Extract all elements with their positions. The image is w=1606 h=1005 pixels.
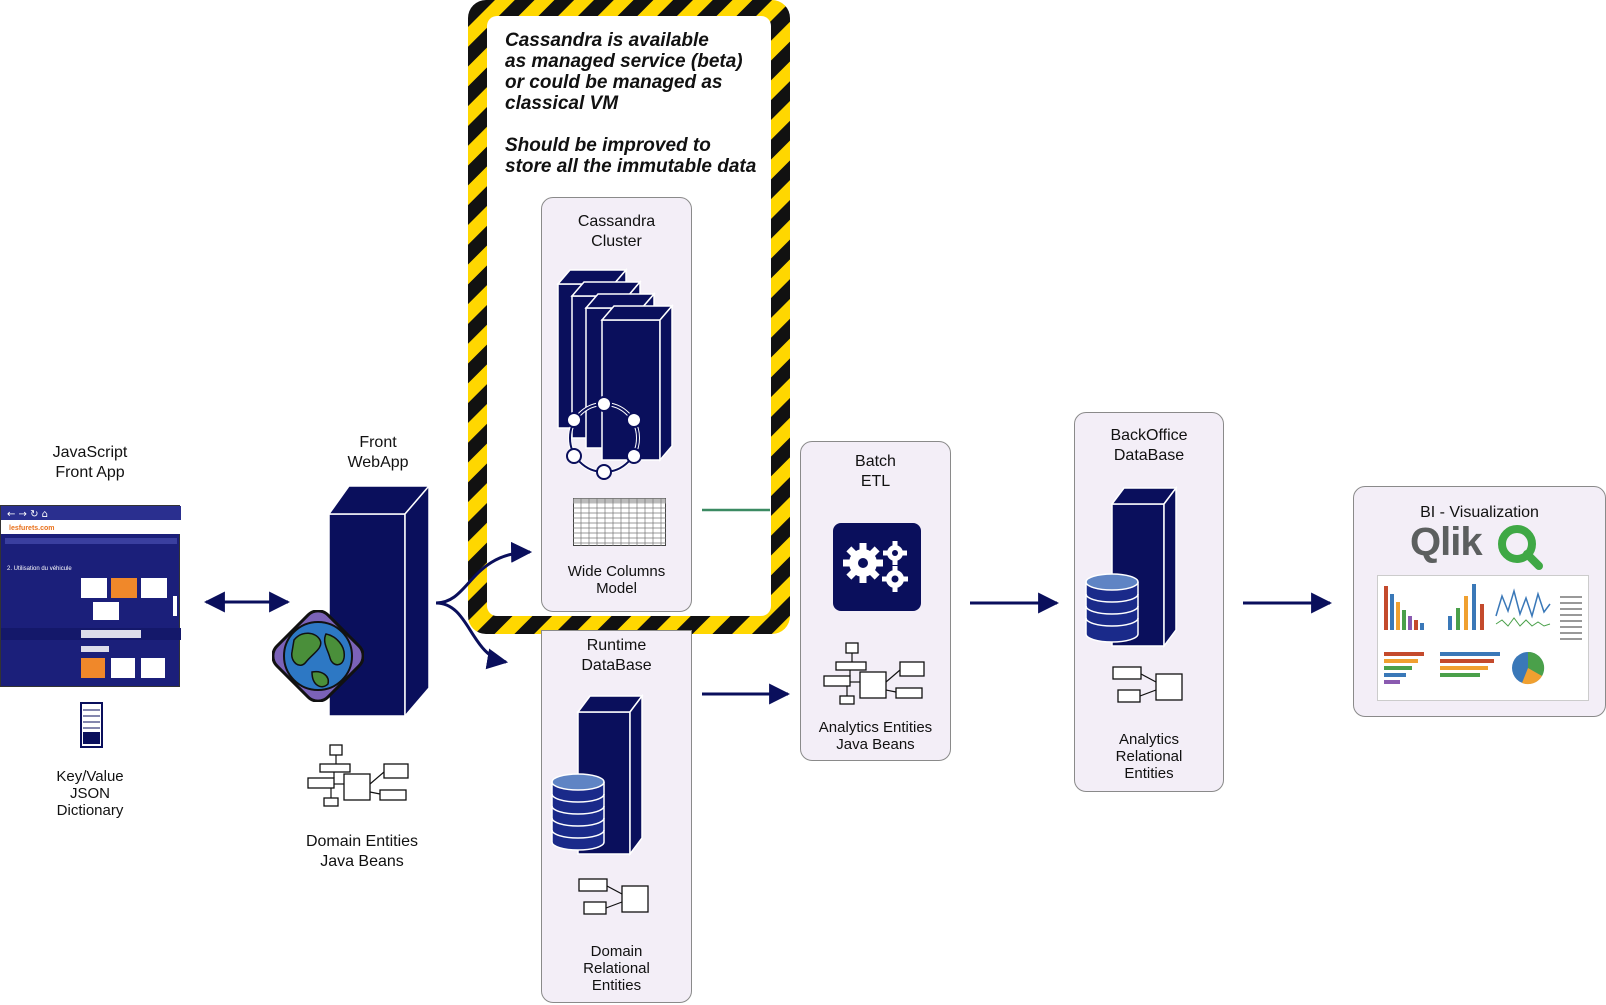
- runtime-db-caption: Domain Relational Entities: [583, 943, 650, 994]
- json-dictionary-icon: [80, 702, 103, 748]
- bi-title: BI - Visualization: [1420, 504, 1539, 521]
- qlik-dashboard-preview: [1377, 575, 1589, 701]
- backoffice-db-title: BackOffice DataBase: [1110, 427, 1188, 464]
- runtime-db-server-icon: [548, 693, 658, 858]
- mini-stacked-bars: [1440, 652, 1500, 677]
- mini-hbar-chart: [1384, 652, 1424, 684]
- qlik-logo: Qlik: [1410, 520, 1483, 565]
- front-webapp-caption: Domain Entities Java Beans: [305, 833, 419, 870]
- front-webapp-title: Front WebApp: [347, 434, 409, 471]
- qlik-q-icon: [1497, 524, 1543, 570]
- flow-arrows: [203, 541, 1333, 705]
- backoffice-db-caption: Analytics Relational Entities: [1115, 731, 1183, 782]
- svg-text:← → ↻ ⌂: ← → ↻ ⌂: [7, 509, 48, 520]
- js-front-caption: Key/Value JSON Dictionary: [56, 768, 124, 819]
- js-front-screenshot: ← → ↻ ⌂ lesfurets.com 2. Utilisation du …: [0, 505, 181, 687]
- warning-note: Cassandra is available as managed servic…: [505, 30, 757, 177]
- mini-column-chart: [1448, 584, 1484, 630]
- gears-icon: [833, 523, 921, 611]
- relational-entities-icon: [578, 878, 650, 916]
- qlik-logo-text: Qlik: [1410, 520, 1483, 564]
- batch-etl-caption: Analytics Entities Java Beans: [818, 719, 933, 753]
- analytics-relational-icon: [1112, 666, 1184, 704]
- mini-line-chart: [1495, 588, 1551, 619]
- wide-columns-table-icon: [573, 498, 666, 546]
- runtime-db-title: Runtime DataBase: [581, 637, 652, 674]
- arrow-webapp-cassandra: [435, 541, 533, 605]
- backoffice-db-server-icon: [1082, 485, 1192, 650]
- cassandra-cluster-icon: [556, 267, 681, 483]
- mini-pie-chart: [1512, 651, 1545, 685]
- cassandra-title: Cassandra Cluster: [577, 213, 656, 250]
- ring-nodes: [566, 396, 642, 480]
- arrow-webapp-runtime: [435, 601, 509, 670]
- svg-text:lesfurets.com: lesfurets.com: [9, 525, 55, 532]
- svg-text:2. Utilisation du véhicule: 2. Utilisation du véhicule: [7, 566, 72, 572]
- java-beans-icon: [306, 744, 416, 808]
- mini-bar-chart: [1384, 586, 1424, 630]
- analytics-beans-icon: [822, 642, 932, 706]
- js-front-title: JavaScript Front App: [52, 444, 128, 481]
- globe-icon: [271, 609, 365, 703]
- batch-etl-title: Batch ETL: [855, 453, 896, 490]
- cassandra-caption: Wide Columns Model: [567, 563, 666, 597]
